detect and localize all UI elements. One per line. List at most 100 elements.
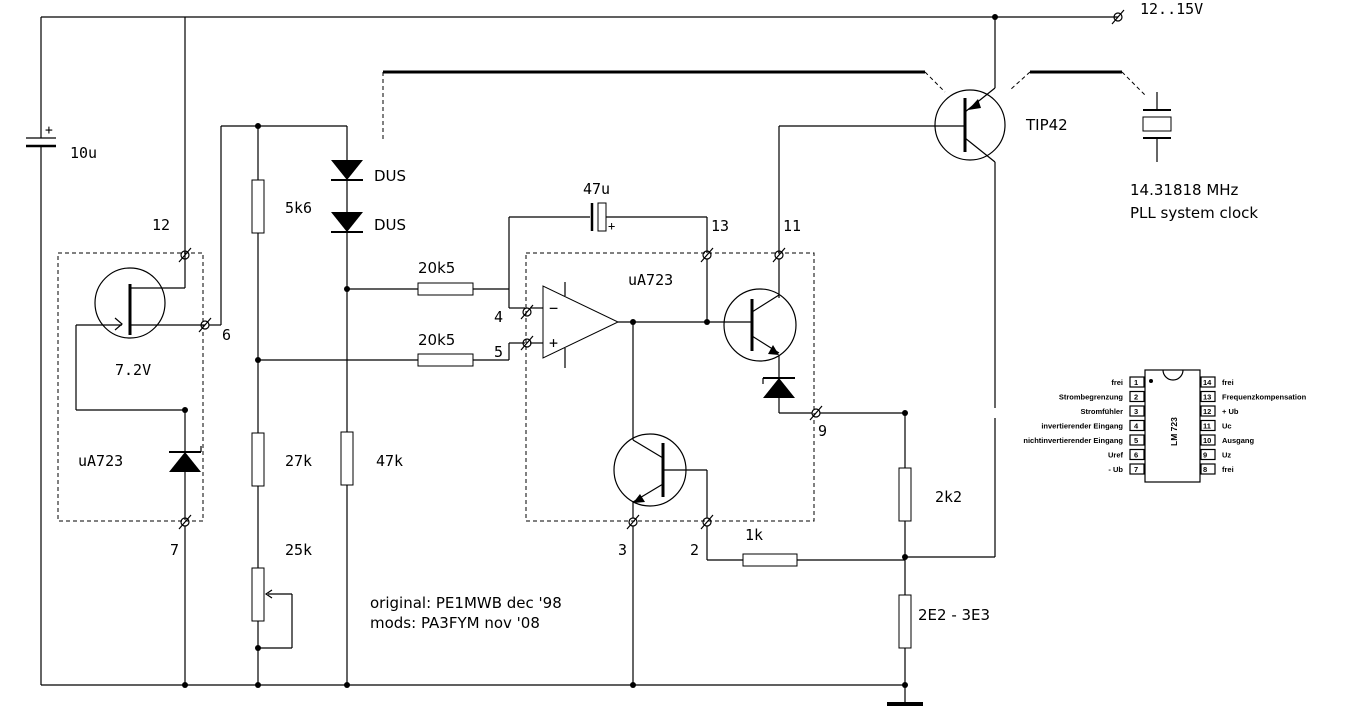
pinout-right-pin-label: Frequenzkompensation (1222, 393, 1307, 402)
resistor-2e2-3e3 (898, 594, 912, 649)
r20k5b-label: 20k5 (418, 331, 455, 349)
pinout-left-pin-number: 3 (1134, 407, 1138, 416)
crystal-freq: 14.31818 MHz (1130, 181, 1239, 199)
pinout-left-pin-box (1129, 463, 1145, 475)
pinout-left-pin-label: nichtinvertierender Eingang (1023, 436, 1123, 445)
diode-dus-2 (331, 212, 363, 233)
r1k-label: 1k (745, 526, 763, 544)
zener-icon (169, 446, 202, 472)
pinout-right-pin-box (1200, 434, 1216, 446)
pinout-left-pin-box (1129, 376, 1145, 388)
pinout-right-pin-number: 11 (1203, 422, 1211, 431)
resistor-2k2 (898, 467, 912, 522)
jfet-icon (94, 267, 185, 339)
ua723-right-label: uA723 (628, 271, 673, 289)
c47-label: 47u (583, 180, 610, 198)
credits-mods: mods: PA3FYM nov '08 (370, 614, 540, 632)
resistor-1k (742, 553, 798, 567)
pinout-right-pin-box (1200, 448, 1216, 461)
pinout-left-pin-label: Stromfühler (1080, 407, 1123, 416)
pinout-right-pin-number: 8 (1203, 465, 1207, 474)
pinout-right-pin-label: Uc (1222, 422, 1232, 431)
pinout-right-pin-number: 14 (1203, 378, 1212, 387)
ua723-left-label: uA723 (78, 452, 123, 470)
r47k-label: 47k (376, 452, 403, 470)
wiper-icon (258, 589, 293, 649)
lm723-pinout: LM 723 1 frei 2 Strombegrenzung 3 Stromfühler… (1023, 369, 1307, 483)
zener-internal-icon (762, 377, 795, 398)
supply-label: 12..15V (1140, 0, 1203, 18)
pinout-left-pin-box (1129, 390, 1145, 403)
pinout-right-pin-label: frei (1222, 378, 1234, 387)
svg-text:+: + (45, 123, 53, 138)
pinout-left-pin-number: 1 (1134, 378, 1138, 387)
resistor-20k5-b (417, 353, 474, 367)
capacitor-47u (590, 202, 607, 232)
resistor-27k (251, 432, 265, 487)
r5k6-label: 5k6 (285, 199, 312, 217)
r25k-label: 25k (285, 541, 312, 559)
resistor-5k6 (251, 179, 265, 234)
resistor-20k5-a (417, 282, 474, 296)
pinout-left-pin-number: 2 (1134, 393, 1138, 402)
ua723-right-box (525, 252, 815, 522)
vref-label: 7.2V (115, 361, 151, 379)
pinout-left-pin-box (1129, 448, 1145, 461)
pinout-right-pin-box (1200, 390, 1216, 403)
pinout-left-pin-number: 5 (1134, 436, 1138, 445)
crystal-icon (1142, 92, 1172, 162)
svg-text:+: + (608, 219, 615, 233)
pinout-right-pin-label: + Ub (1222, 407, 1239, 416)
pinout-right-pin-box (1200, 463, 1216, 475)
pin-12-label: 12 (152, 216, 170, 234)
pin-3-label: 3 (618, 541, 627, 559)
crystal-desc: PLL system clock (1130, 204, 1258, 222)
pinout-left-pin-number: 6 (1134, 451, 1138, 460)
dus2-label: DUS (374, 216, 406, 234)
pinout-right-pin-box (1200, 376, 1216, 388)
pinout-right-pin-label: Uz (1222, 451, 1231, 460)
credits-original: original: PE1MWB dec '98 (370, 594, 562, 612)
svg-text:−: − (549, 299, 558, 317)
resistor-47k (340, 431, 354, 486)
pin-11-label: 11 (783, 217, 801, 235)
thermal-coupling (382, 70, 1146, 140)
pin-9-label: 9 (818, 422, 827, 440)
pinout-right-pin-number: 10 (1203, 436, 1211, 445)
pinout-left-pin-label: - Ub (1108, 465, 1123, 474)
pinout-left-pin-label: Strombegrenzung (1059, 393, 1124, 402)
pin-4-label: 4 (494, 308, 503, 326)
capacitor-10u: + (26, 17, 56, 685)
pinout-left-pin-number: 7 (1134, 465, 1138, 474)
pin-2-label: 2 (690, 541, 699, 559)
pinout-right-pin-number: 9 (1203, 451, 1207, 460)
r27k-label: 27k (285, 452, 312, 470)
opamp-icon: − + (530, 282, 620, 368)
pinout-left-pin-label: frei (1111, 378, 1123, 387)
r2k2-label: 2k2 (935, 488, 962, 506)
pinout-right-pin-box (1200, 405, 1216, 417)
dus1-label: DUS (374, 167, 406, 185)
pinout-left-pin-label: invertierender Eingang (1041, 422, 1123, 431)
pin-5-label: 5 (494, 343, 503, 361)
pinout-left-pin-label: Uref (1108, 451, 1124, 460)
svg-text:+: + (549, 334, 558, 352)
ua723-left-box (57, 252, 204, 522)
pinout-left-pin-number: 4 (1134, 422, 1139, 431)
pinout-right-pin-number: 13 (1203, 393, 1211, 402)
tip42-label: TIP42 (1025, 116, 1068, 134)
pinout-right-pin-label: Ausgang (1222, 436, 1255, 445)
pinout-left-pin-box (1129, 405, 1145, 417)
r2e2-label: 2E2 - 3E3 (918, 606, 990, 624)
r20k5a-label: 20k5 (418, 259, 455, 277)
transistor-tip42 (934, 87, 1006, 163)
pinout-right-pin-box (1200, 419, 1216, 432)
potentiometer-25k (251, 567, 265, 622)
transistor-current-limit (613, 433, 707, 507)
pinout-left-pin-box (1129, 419, 1145, 432)
pin-6-label: 6 (222, 326, 231, 344)
lm723-chip-label: LM 723 (1169, 417, 1179, 446)
pin-4-marker (520, 304, 534, 320)
pinout-right-pin-label: frei (1222, 465, 1234, 474)
